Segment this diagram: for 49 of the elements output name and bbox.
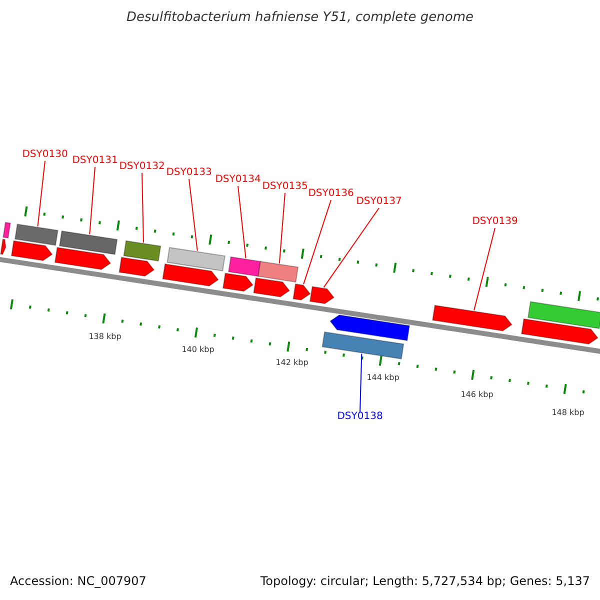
gene-label: DSY0139 xyxy=(472,216,518,227)
gene-block xyxy=(118,256,155,277)
leader-line xyxy=(360,353,362,412)
gene-label: DSY0137 xyxy=(356,196,402,207)
feature-bar xyxy=(166,246,226,272)
leader-line xyxy=(323,208,380,288)
leader-line xyxy=(142,172,144,244)
gene-block xyxy=(54,246,112,270)
gene-label: DSY0135 xyxy=(262,181,308,192)
feature-bar xyxy=(58,230,118,255)
gene-block xyxy=(222,272,254,292)
feature-bar xyxy=(322,331,404,360)
title: Desulfitobacterium hafniense Y51, complete genome xyxy=(125,10,474,25)
feature-bar xyxy=(228,256,262,277)
gene-label: DSY0136 xyxy=(308,188,354,199)
scale-label: 142 kbp xyxy=(276,358,308,367)
leader-line xyxy=(37,160,46,227)
feature-bar xyxy=(14,224,58,246)
leader-line xyxy=(278,192,286,264)
leader-line xyxy=(188,178,198,252)
footer-text: Topology: circular; Length: 5,727,534 bp; Genes: 5,137 xyxy=(260,574,590,588)
scale-label: 144 kbp xyxy=(366,373,400,382)
gene-label: DSY0133 xyxy=(166,167,212,178)
gene-block xyxy=(292,283,311,301)
gene-label: DSY0131 xyxy=(72,155,118,166)
footer-text: Accession: NC_007907 xyxy=(10,574,146,588)
gene-label: DSY0134 xyxy=(215,174,261,185)
feature-bar xyxy=(2,222,11,239)
scale-label: 138 kbp xyxy=(88,332,122,341)
leader-line xyxy=(474,228,496,311)
gene-label: DSY0130 xyxy=(22,149,68,160)
leader-line xyxy=(238,186,246,259)
gene-block xyxy=(162,263,219,286)
gene-label: DSY0138 xyxy=(337,411,383,422)
gene-block xyxy=(253,277,290,298)
leader-line xyxy=(303,200,332,285)
gene-block xyxy=(10,240,53,262)
gene-block xyxy=(432,304,513,332)
gene-label: DSY0132 xyxy=(119,161,165,172)
feature-bar xyxy=(123,240,162,262)
feature-bar xyxy=(258,260,299,283)
gene-block xyxy=(0,238,6,255)
gene-block xyxy=(520,318,599,345)
gene-block xyxy=(330,314,410,342)
scale-label: 146 kbp xyxy=(460,390,494,399)
gene-block xyxy=(309,286,335,304)
scale-label: 140 kbp xyxy=(182,345,214,354)
scale-label: 148 kbp xyxy=(552,408,584,417)
leader-line xyxy=(89,166,96,235)
